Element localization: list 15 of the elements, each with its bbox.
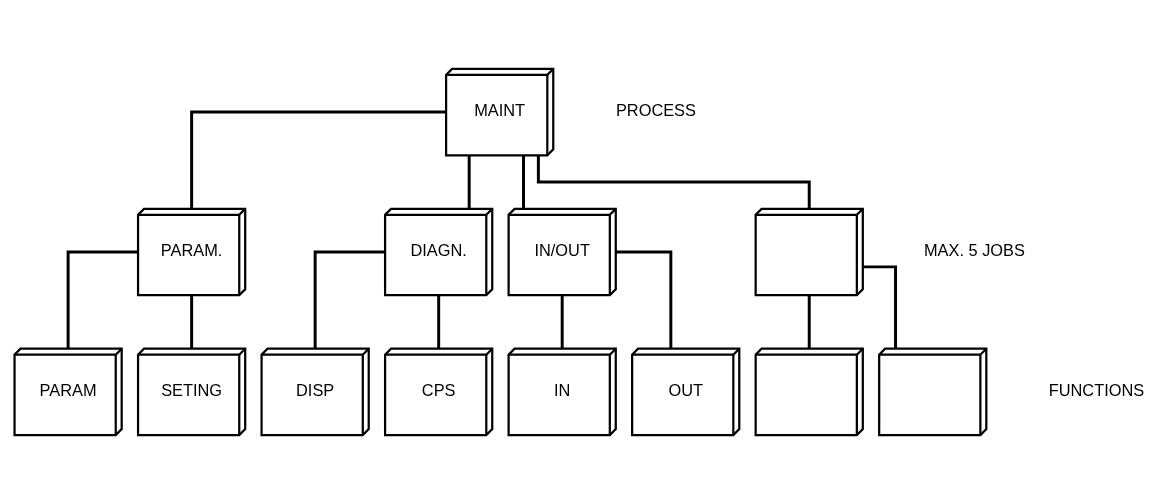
- connector: [536, 155, 811, 209]
- connector: [190, 110, 446, 209]
- connector: [807, 295, 811, 349]
- connector: [615, 250, 673, 349]
- connector: [313, 250, 385, 349]
- label: FUNCTIONS: [1048, 381, 1145, 400]
- label: PROCESS: [615, 101, 696, 120]
- connector: [467, 155, 471, 209]
- connector: [66, 250, 138, 349]
- connector: [437, 295, 441, 349]
- connector: [522, 155, 525, 209]
- connector: [862, 265, 898, 349]
- connector: [190, 295, 194, 349]
- label: MAX. 5 JOBS: [923, 241, 1025, 260]
- connector: [560, 295, 564, 349]
